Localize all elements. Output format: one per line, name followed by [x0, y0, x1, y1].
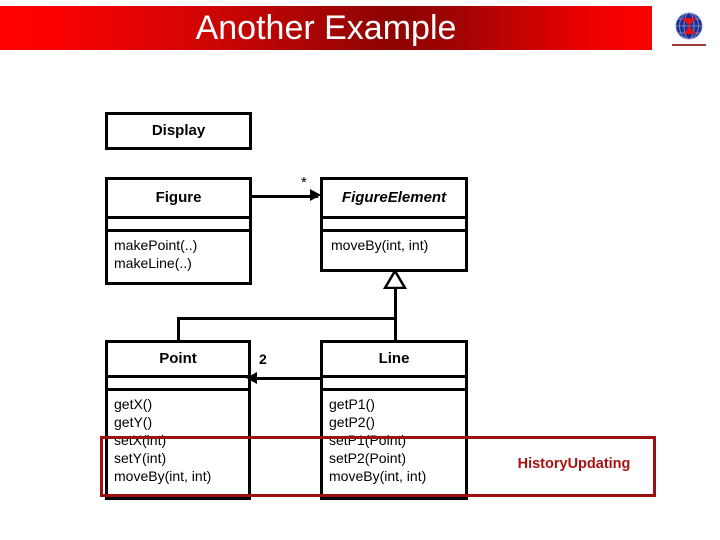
operation-item: setP2(Point)	[329, 450, 407, 466]
compartment-divider	[323, 216, 465, 219]
inheritance-triangle-icon	[383, 270, 407, 289]
operation-compartment-figureelement: moveBy(int, int)	[323, 232, 465, 256]
arrowhead-icon	[310, 189, 321, 201]
operation-item: makePoint(..)	[114, 237, 198, 253]
compartment-divider	[323, 229, 465, 232]
operation-item: moveBy(int, int)	[329, 468, 427, 484]
annotation-label-history-updating: HistoryUpdating	[517, 456, 631, 472]
arrowhead-icon	[246, 372, 257, 384]
operation-item: setP1(Point)	[329, 432, 407, 448]
operation-item: getP2()	[329, 414, 375, 430]
association-line-point	[250, 377, 322, 380]
compartment-divider	[108, 375, 248, 378]
operation-item: moveBy(int, int)	[114, 468, 212, 484]
operation-item: setX(int)	[114, 432, 167, 448]
generalization-stem	[394, 288, 397, 320]
class-name-figureelement: FigureElement	[341, 189, 447, 206]
attribute-compartment-point	[108, 378, 248, 388]
class-box-display[interactable]: Display	[105, 112, 252, 150]
page-title: Another Example	[195, 9, 457, 47]
attribute-compartment-figure	[108, 219, 249, 229]
generalization-branch-line	[394, 317, 397, 342]
operation-item: moveBy(int, int)	[331, 237, 429, 253]
operation-compartment-figure: makePoint(..) makeLine(..)	[108, 232, 249, 274]
class-box-figureelement[interactable]: FigureElement moveBy(int, int)	[320, 177, 468, 272]
compartment-divider	[108, 388, 248, 391]
multiplicity-label-two: 2	[259, 351, 267, 367]
association-figure-figureelement	[252, 195, 318, 198]
globe-logo-icon	[672, 6, 706, 46]
generalization-bus	[177, 317, 397, 320]
class-box-point[interactable]: Point getX() getY() setX(int) setY(int) …	[105, 340, 251, 500]
title-banner: Another Example	[0, 6, 652, 50]
operation-item: getX()	[114, 396, 153, 412]
operation-item: getP1()	[329, 396, 375, 412]
attribute-compartment-figureelement	[323, 219, 465, 229]
class-name-line: Line	[378, 350, 410, 367]
class-box-figure[interactable]: Figure makePoint(..) makeLine(..)	[105, 177, 252, 285]
logo-underline	[672, 44, 706, 46]
multiplicity-label-star: *	[301, 174, 307, 191]
operation-compartment-line: getP1() getP2() setP1(Point) setP2(Point…	[323, 391, 465, 487]
operation-item: setY(int)	[114, 450, 167, 466]
class-name-point: Point	[159, 350, 197, 367]
class-name-display: Display	[151, 122, 206, 139]
compartment-divider	[323, 388, 465, 391]
compartment-divider	[323, 375, 465, 378]
compartment-divider	[108, 216, 249, 219]
operation-compartment-point: getX() getY() setX(int) setY(int) moveBy…	[108, 391, 248, 487]
operation-item: getY()	[114, 414, 153, 430]
compartment-divider	[108, 229, 249, 232]
class-box-line[interactable]: Line getP1() getP2() setP1(Point) setP2(…	[320, 340, 468, 500]
operation-item: makeLine(..)	[114, 255, 192, 271]
attribute-compartment-line	[323, 378, 465, 388]
generalization-branch-point	[177, 317, 180, 342]
class-name-figure: Figure	[155, 189, 202, 206]
